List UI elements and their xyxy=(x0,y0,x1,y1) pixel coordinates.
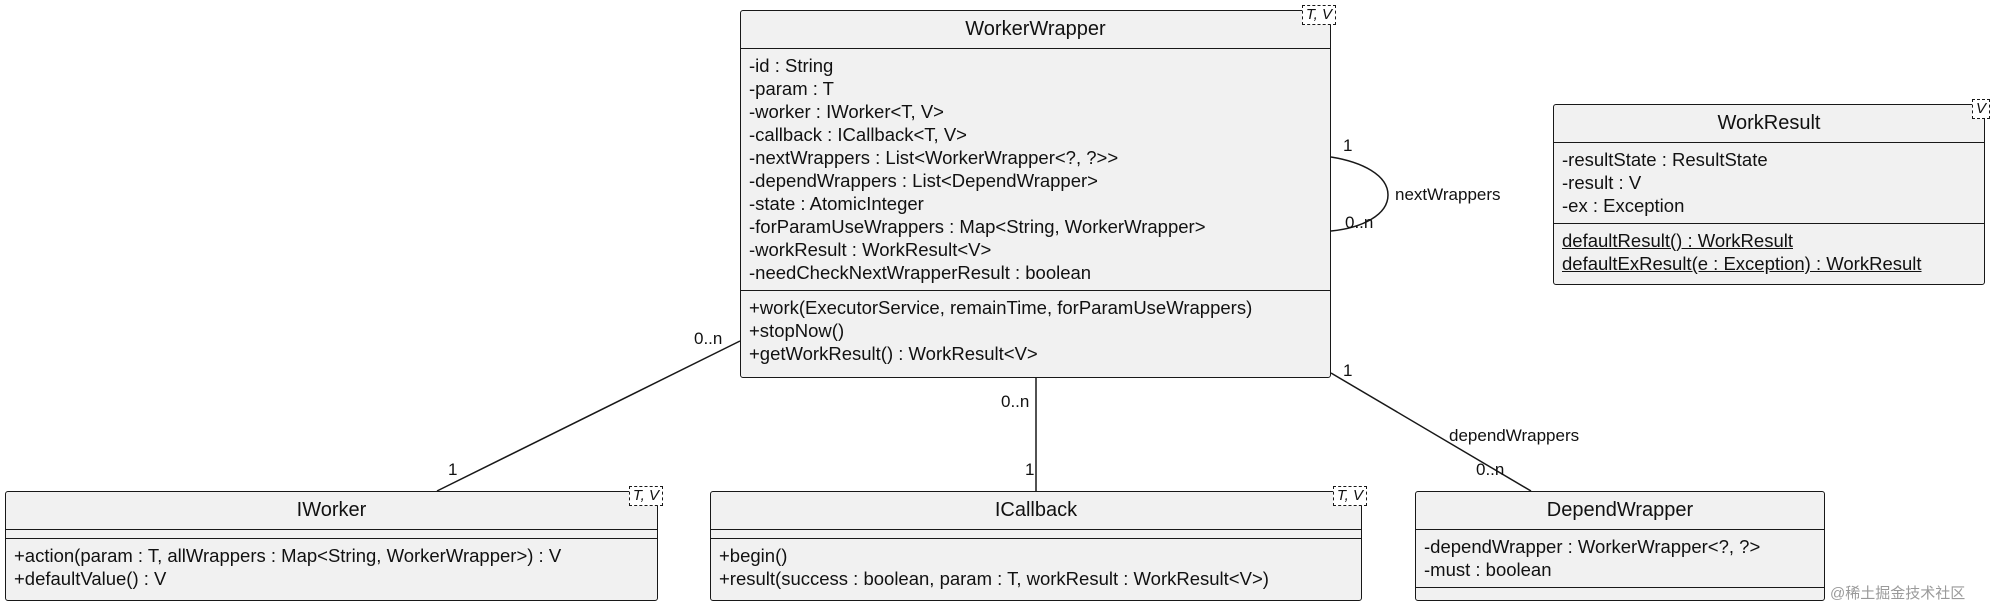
method: +begin() xyxy=(719,545,788,566)
field: -needCheckNextWrapperResult : boolean xyxy=(749,262,1092,283)
fields-section: -resultState : ResultState -result : V -… xyxy=(1554,143,1984,224)
method: +result(success : boolean, param : T, wo… xyxy=(719,568,1269,589)
field: -id : String xyxy=(749,55,834,76)
class-name: IWorker xyxy=(6,492,657,530)
method: +stopNow() xyxy=(749,320,845,341)
mult-worker-from: 0..n xyxy=(694,329,723,348)
field: -state : AtomicInteger xyxy=(749,193,924,214)
fields-section xyxy=(6,530,657,539)
field: -worker : IWorker<T, V> xyxy=(749,101,944,122)
type-params: V xyxy=(1971,99,1990,119)
mult-worker-to: 1 xyxy=(448,460,458,479)
label-nextwrappers: nextWrappers xyxy=(1395,185,1501,204)
field: -callback : ICallback<T, V> xyxy=(749,124,967,145)
fields-section: -dependWrapper : WorkerWrapper<?, ?> -mu… xyxy=(1416,530,1824,588)
mult-callback-from: 0..n xyxy=(1001,392,1030,411)
field: -result : V xyxy=(1562,172,1642,193)
type-params: T, V xyxy=(1332,486,1367,506)
watermark: @稀土掘金技术社区 xyxy=(1830,585,1966,602)
field: -workResult : WorkResult<V> xyxy=(749,239,992,260)
class-name: WorkerWrapper xyxy=(741,11,1330,49)
link-workerwrapper-iworker xyxy=(436,340,741,492)
type-params: T, V xyxy=(1301,5,1336,25)
method: +getWorkResult() : WorkResult<V> xyxy=(749,343,1038,364)
class-name: WorkResult xyxy=(1554,105,1984,143)
field: -ex : Exception xyxy=(1562,195,1685,216)
field: -must : boolean xyxy=(1424,559,1552,580)
type-params: T, V xyxy=(628,486,663,506)
methods-section: +work(ExecutorService, remainTime, forPa… xyxy=(741,291,1330,371)
field: -dependWrappers : List<DependWrapper> xyxy=(749,170,1098,191)
mult-depend-to: 0..n xyxy=(1476,460,1505,479)
class-name: ICallback xyxy=(711,492,1361,530)
mult-depend-from: 1 xyxy=(1343,361,1353,380)
field: -dependWrapper : WorkerWrapper<?, ?> xyxy=(1424,536,1761,557)
field: -forParamUseWrappers : Map<String, Worke… xyxy=(749,216,1206,237)
static-method: defaultExResult(e : Exception) : WorkRes… xyxy=(1562,253,1922,274)
class-name: DependWrapper xyxy=(1416,492,1824,530)
field: -nextWrappers : List<WorkerWrapper<?, ?>… xyxy=(749,147,1119,168)
fields-section xyxy=(711,530,1361,539)
field: -resultState : ResultState xyxy=(1562,149,1768,170)
class-icallback: ICallback T, V +begin() +result(success … xyxy=(710,486,1367,601)
label-dependwrappers: dependWrappers xyxy=(1449,426,1580,445)
fields-section: -id : String -param : T -worker : IWorke… xyxy=(741,49,1330,291)
method: +defaultValue() : V xyxy=(14,568,167,589)
class-iworker: IWorker T, V +action(param : T, allWrapp… xyxy=(5,486,663,601)
methods-section: +action(param : T, allWrappers : Map<Str… xyxy=(6,539,657,596)
mult-nextwrappers-from: 1 xyxy=(1343,136,1353,155)
methods-section xyxy=(1416,588,1824,594)
mult-callback-to: 1 xyxy=(1025,460,1035,479)
method: +work(ExecutorService, remainTime, forPa… xyxy=(749,297,1253,318)
link-self-nextwrappers xyxy=(1330,156,1389,232)
methods-section: +begin() +result(success : boolean, para… xyxy=(711,539,1361,596)
class-workerwrapper: WorkerWrapper T, V -id : String -param :… xyxy=(740,5,1336,378)
mult-nextwrappers-to: 0..n xyxy=(1345,213,1374,232)
field: -param : T xyxy=(749,78,834,99)
link-workerwrapper-dependwrapper xyxy=(1330,372,1532,492)
methods-section: defaultResult() : WorkResult defaultExRe… xyxy=(1554,224,1984,281)
static-method: defaultResult() : WorkResult xyxy=(1562,230,1793,251)
method: +action(param : T, allWrappers : Map<Str… xyxy=(14,545,562,566)
class-dependwrapper: DependWrapper -dependWrapper : WorkerWra… xyxy=(1415,491,1825,601)
class-workresult: WorkResult V -resultState : ResultState … xyxy=(1553,99,1990,285)
